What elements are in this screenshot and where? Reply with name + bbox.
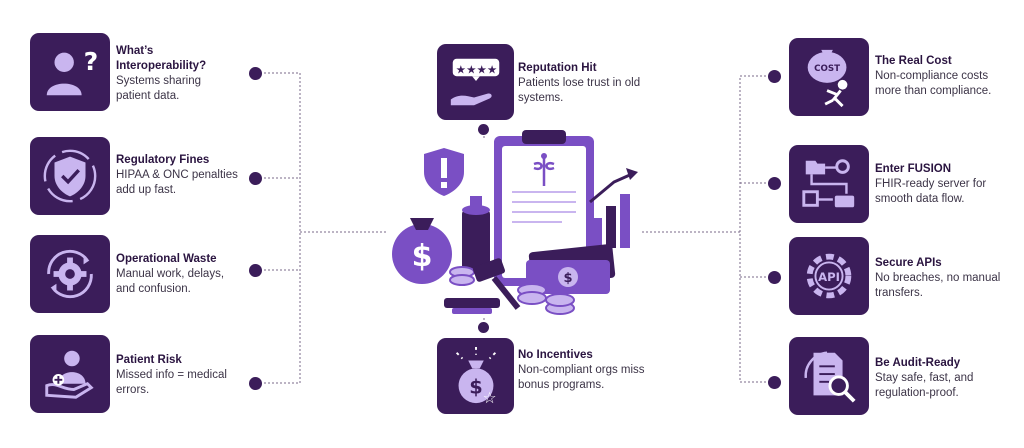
item-title: Reputation Hit — [518, 62, 597, 74]
connector-dot — [768, 177, 781, 190]
connector-dot — [768, 271, 781, 284]
svg-text:?: ? — [84, 47, 99, 76]
item-title: Operational Waste — [116, 253, 217, 265]
item-title: No Incentives — [518, 349, 593, 361]
cost-burden-icon: COST — [807, 49, 848, 108]
regulatory-fines-card — [30, 137, 110, 215]
connector-dot — [249, 172, 262, 185]
rating-hand-icon: ★★★★ — [450, 58, 499, 106]
interoperability-text: What’s Interoperability? Systems sharing… — [116, 44, 316, 104]
cost-label: COST — [814, 64, 840, 74]
secure-apis-text: Secure APIs No breaches, no manual trans… — [875, 256, 1024, 301]
connector-dot — [478, 322, 489, 333]
api-gear-icon: API — [806, 253, 852, 299]
item-title: What’s Interoperability? — [116, 45, 207, 72]
item-title: Patient Risk — [116, 354, 182, 366]
api-label: API — [818, 270, 840, 284]
item-desc: HIPAA & ONC penalties add up fast. — [116, 169, 238, 196]
connector-dot — [249, 67, 262, 80]
item-title: Secure APIs — [875, 257, 942, 269]
bag-dollar-label: $ — [412, 239, 433, 274]
item-title: Be Audit-Ready — [875, 357, 961, 369]
real-cost-card: COST — [789, 38, 869, 116]
operational-waste-card — [30, 235, 110, 313]
person-question-icon: ? — [46, 47, 99, 96]
patient-risk-card — [30, 335, 110, 413]
svg-text:$: $ — [469, 375, 482, 398]
item-desc: Non-compliance costs more than complianc… — [875, 70, 992, 97]
no-incentives-text: No Incentives Non-compliant orgs miss bo… — [518, 348, 718, 393]
real-cost-text: The Real Cost Non-compliance costs more … — [875, 54, 1024, 99]
regulatory-fines-text: Regulatory Fines HIPAA & ONC penalties a… — [116, 153, 316, 198]
connector-dot — [768, 376, 781, 389]
item-desc: Systems sharing patient data. — [116, 75, 202, 102]
enter-fusion-text: Enter FUSION FHIR-ready server for smoot… — [875, 162, 1024, 207]
compliance-cost-illustration: $ $ — [392, 130, 638, 315]
audit-ready-card — [789, 337, 869, 415]
item-desc: Non-compliant orgs miss bonus programs. — [518, 364, 645, 391]
data-flow-icon — [802, 159, 855, 208]
item-title: Enter FUSION — [875, 163, 952, 175]
reputation-hit-text: Reputation Hit Patients lose trust in ol… — [518, 61, 718, 106]
item-desc: Manual work, delays, and confusion. — [116, 268, 225, 295]
reputation-hit-card: ★★★★ — [437, 44, 514, 120]
secure-apis-card: API — [789, 237, 869, 315]
no-incentives-card: $ ☆ — [437, 338, 514, 414]
connector-dot — [249, 264, 262, 277]
interoperability-card: ? — [30, 33, 110, 111]
item-desc: No breaches, no manual transfers. — [875, 272, 1001, 299]
connector-dot — [249, 377, 262, 390]
audit-ready-text: Be Audit-Ready Stay safe, fast, and regu… — [875, 356, 1024, 401]
item-desc: Missed info = medical errors. — [116, 369, 227, 396]
audit-document-icon — [804, 351, 856, 403]
item-title: Regulatory Fines — [116, 154, 210, 166]
operational-waste-text: Operational Waste Manual work, delays, a… — [116, 252, 316, 297]
enter-fusion-card — [789, 145, 869, 223]
gear-cycle-icon — [47, 249, 93, 299]
bill-dollar-label: $ — [563, 271, 572, 286]
item-desc: Stay safe, fast, and regulation-proof. — [875, 372, 974, 399]
patient-care-icon — [45, 350, 94, 399]
item-title: The Real Cost — [875, 55, 952, 67]
shield-check-icon — [43, 149, 97, 203]
connector-dot — [478, 124, 489, 135]
svg-text:★★★★: ★★★★ — [455, 62, 497, 76]
item-desc: Patients lose trust in old systems. — [518, 77, 641, 104]
item-desc: FHIR-ready server for smooth data flow. — [875, 178, 987, 205]
money-bag-star-icon: $ ☆ — [455, 346, 496, 407]
patient-risk-text: Patient Risk Missed info = medical error… — [116, 353, 316, 398]
connector-dot — [768, 70, 781, 83]
svg-text:☆: ☆ — [482, 389, 496, 407]
